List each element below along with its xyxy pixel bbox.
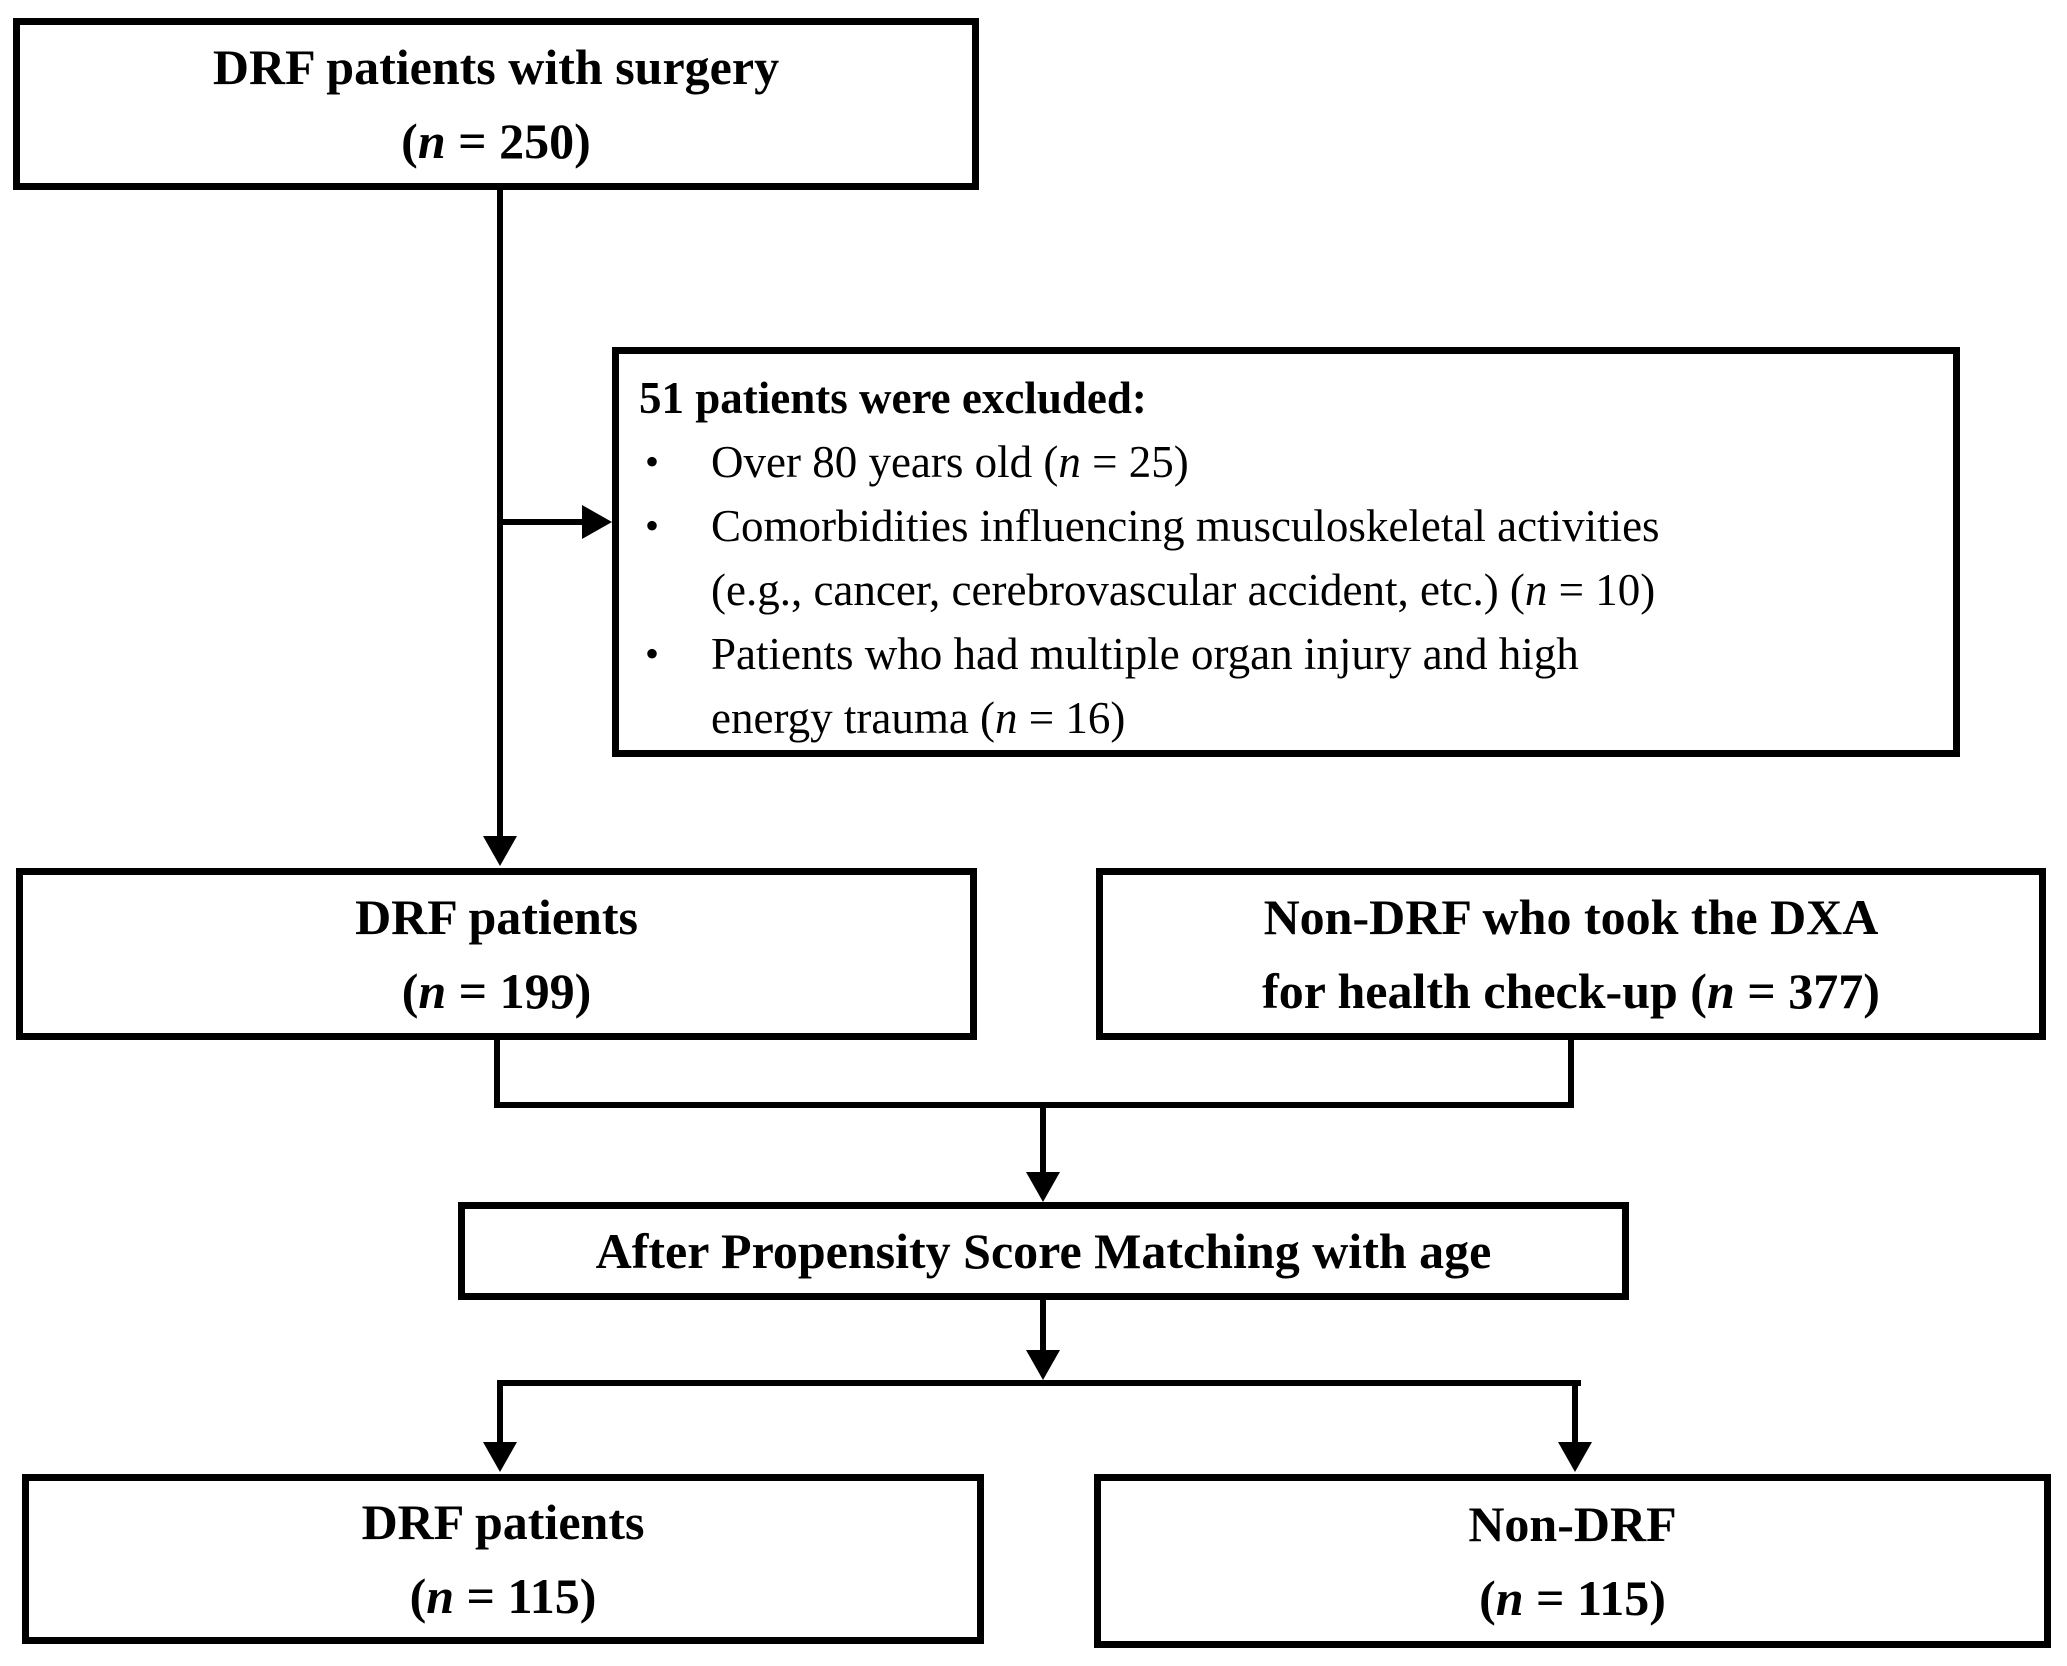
excluded-bullet-list: • Over 80 years old (n = 25) • Comorbiditie…: [639, 430, 1933, 750]
connector-branch-to-excluded: [497, 519, 585, 525]
bullet-text: Comorbidities influencing musculoskeleta…: [711, 494, 1933, 622]
arrowhead-down-nondrf115: [1558, 1442, 1592, 1472]
text-line: (e.g., cancer, cerebrovascular accident,…: [711, 565, 1656, 615]
connector-merge-to-psm: [1040, 1102, 1046, 1172]
node-psm-label: After Propensity Score Matching with age: [596, 1214, 1492, 1288]
exclusion-bullet-item: • Over 80 years old (n = 25): [639, 430, 1933, 494]
text-line: energy trauma (n = 16): [711, 693, 1126, 743]
text-line: Patients who had multiple organ injury a…: [711, 629, 1579, 679]
text-line: (n = 199): [401, 963, 592, 1019]
exclusion-bullet-item: • Comorbidities influencing musculoskelet…: [639, 494, 1933, 622]
node-drf-199: DRF patients (n = 199): [16, 868, 977, 1040]
connector-drf199-down: [494, 1040, 500, 1108]
text-line: DRF patients: [355, 889, 638, 945]
node-drf-115-label: DRF patients (n = 115): [362, 1485, 645, 1633]
bullet-text: Over 80 years old (n = 25): [711, 430, 1933, 494]
text-line: DRF patients with surgery: [212, 39, 780, 95]
node-drf-surgery: DRF patients with surgery (n = 250): [13, 18, 979, 190]
node-excluded-title: 51 patients were excluded:: [639, 373, 1147, 423]
connector-merge-bar: [494, 1102, 1574, 1108]
node-psm: After Propensity Score Matching with age: [458, 1202, 1629, 1300]
arrowhead-right-excluded: [582, 505, 612, 539]
text-line: for health check-up (n = 377): [1262, 963, 1880, 1019]
connector-surgery-to-drf199: [497, 190, 503, 838]
node-nondrf-377-label: Non-DRF who took the DXA for health check…: [1262, 880, 1880, 1028]
bullet-icon: •: [645, 631, 660, 676]
bullet-icon: •: [645, 439, 660, 484]
text-line: Over 80 years old (n = 25): [711, 437, 1189, 487]
arrowhead-down-drf199: [483, 836, 517, 866]
text-line: Non-DRF who took the DXA: [1263, 889, 1879, 945]
bullet-icon: •: [645, 503, 660, 548]
connector-split-right-down: [1572, 1386, 1578, 1444]
text-line: Non-DRF: [1468, 1496, 1677, 1552]
exclusion-bullet-item: • Patients who had multiple organ injury …: [639, 622, 1933, 750]
arrowhead-down-psm: [1026, 1172, 1060, 1202]
text-line: DRF patients: [361, 1494, 645, 1550]
text-line: (n = 250): [401, 113, 591, 169]
node-drf-199-label: DRF patients (n = 199): [355, 880, 638, 1028]
node-drf-surgery-label: DRF patients with surgery (n = 250): [213, 30, 779, 178]
connector-psm-down: [1040, 1300, 1046, 1353]
arrowhead-down-splitbar: [1026, 1350, 1060, 1380]
node-excluded: 51 patients were excluded: • Over 80 year…: [612, 347, 1960, 757]
connector-split-left-down: [497, 1386, 503, 1444]
bullet-text: Patients who had multiple organ injury a…: [711, 622, 1933, 750]
connector-nondrf377-down: [1568, 1040, 1574, 1108]
text-line: Comorbidities influencing musculoskeleta…: [711, 501, 1660, 551]
text-line: (n = 115): [409, 1568, 597, 1624]
node-nondrf-115: Non-DRF (n = 115): [1094, 1474, 2051, 1648]
node-nondrf-115-label: Non-DRF (n = 115): [1468, 1487, 1676, 1635]
node-nondrf-377: Non-DRF who took the DXA for health check…: [1096, 868, 2046, 1040]
text-line: After Propensity Score Matching with age: [595, 1223, 1492, 1279]
connector-split-bar: [497, 1380, 1581, 1386]
node-drf-115: DRF patients (n = 115): [22, 1474, 984, 1644]
arrowhead-down-drf115: [483, 1442, 517, 1472]
text-line: (n = 115): [1479, 1570, 1666, 1626]
